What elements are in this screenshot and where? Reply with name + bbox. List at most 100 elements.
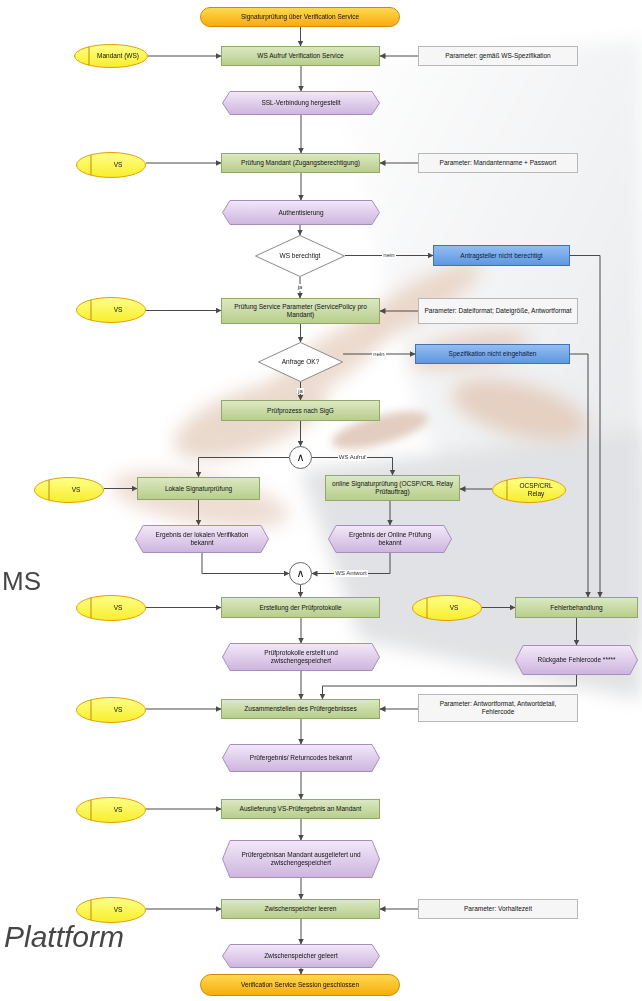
and-junction: ∧ (289, 446, 312, 469)
flow-connector (301, 173, 302, 200)
and-junction: ∧ (289, 562, 312, 585)
actor-oval: VS (76, 297, 146, 323)
flow-connector (301, 671, 302, 699)
node-label: Auslieferung VS-Prüfergebnis an Mandant (226, 805, 375, 813)
node-label: Anfrage OK? (275, 358, 326, 366)
node-label: Prüfergebnis/ Returncodes bekannt (234, 754, 368, 762)
terminator: Verification Service Session geschlossen (200, 974, 400, 996)
node-text: Ergebnis der lokalen Verifikation bekann… (147, 531, 257, 547)
node-text: Prüfergebnisan Mandant ausgeliefert und … (234, 851, 368, 867)
node-text: Spezifikation nicht eingehalten (420, 350, 565, 358)
process-box: Fehlerbehandlung (515, 597, 638, 618)
node-label: Parameter: Mandantenname + Passwort (423, 159, 573, 167)
node-label: Mandant (WS) (93, 52, 143, 60)
node-label: online Signaturprüfung (OCSP/CRL Relay P… (330, 480, 455, 496)
node-label: OCSP/CRL Relay (511, 482, 561, 498)
process-box: Prüfung Service Parameter (ServicePolicy… (221, 298, 380, 324)
node-text: ∧ (290, 568, 311, 579)
flow-connector (570, 354, 588, 597)
actor-oval: VS (76, 797, 146, 823)
actor-oval-outline (76, 152, 146, 178)
state-hexagon: Zwischenspeicher geleert (222, 944, 380, 968)
node-label: Erstellung der Prüfprotokolle (226, 604, 375, 612)
flow-connector (300, 225, 301, 235)
node-text: VS (95, 161, 141, 169)
node-text: SSL-Verbindung hergestellt (234, 99, 368, 107)
node-label: Prüfung Mandant (Zugangsberechtigung) (226, 159, 375, 167)
node-text: VS (53, 486, 99, 494)
node-label: VS (53, 486, 99, 494)
slide-text: Plattform (4, 920, 124, 954)
state-hexagon: Prüfprotokolle erstellt und zwischengesp… (222, 643, 380, 671)
flow-connector (301, 772, 302, 799)
node-label: Verification Service Session geschlossen (210, 981, 390, 989)
flow-connector (380, 909, 418, 910)
node-label: Ergebnis der lokalen Verifikation bekann… (147, 531, 257, 547)
flow-connector (146, 909, 221, 910)
flow-connector (301, 115, 302, 153)
node-label: VS (431, 604, 477, 612)
state-hexagon: Authentisierung (222, 200, 380, 225)
node-label: Parameter: Antwortformat, Antwortdetail,… (423, 700, 573, 716)
state-hexagon: SSL-Verbindung hergestellt (222, 91, 380, 115)
node-label: Fehlerbehandlung (520, 604, 633, 612)
node-text: Erstellung der Prüfprotokolle (226, 604, 375, 612)
process-box: Prüfprozess nach SigG (221, 400, 380, 421)
actor-oval-outline (76, 797, 146, 823)
flow-connector (148, 56, 221, 57)
node-label: ∧ (290, 568, 311, 579)
node-label: Prüfprozess nach SigG (226, 407, 375, 415)
flow-connector (301, 66, 302, 91)
process-box: Zusammenstellen des Prüfergebnisses (221, 699, 380, 719)
flow-connector (380, 311, 418, 312)
node-label: WS Aufruf Verification Service (226, 52, 375, 60)
node-label: Authentisierung (234, 209, 368, 217)
node-text: WS Aufruf Verification Service (226, 52, 375, 60)
node-label: Zwischenspeicher leeren (226, 905, 375, 913)
edge-label: WS Aufruf (338, 454, 367, 461)
edge-label: nein (382, 252, 395, 259)
parameter-box: Parameter: Antwortformat, Antwortdetail,… (418, 694, 578, 722)
parameter-box: Parameter: Mandantenname + Passwort (418, 153, 578, 173)
edge-label: ja (297, 284, 304, 291)
actor-oval-outline (34, 477, 104, 503)
flow-connector (380, 56, 418, 57)
node-label: Lokale Signaturprüfung (142, 485, 255, 493)
actor-oval-outline (76, 697, 146, 723)
node-label: Prüfprotokolle erstellt und zwischengesp… (234, 649, 368, 665)
flow-connector (202, 553, 289, 574)
flow-connector (146, 310, 221, 311)
node-text: VS (95, 604, 141, 612)
node-text: Rückgabe Fehlercode ***** (527, 656, 626, 664)
actor-oval: VS (76, 595, 146, 621)
node-label: Antragsteller nicht berechtigt (438, 252, 565, 260)
node-text: Mandant (WS) (93, 52, 143, 60)
node-label: VS (95, 306, 141, 314)
flow-connector (300, 324, 301, 342)
edge-label: ja (297, 388, 304, 395)
node-label: ∧ (290, 452, 311, 463)
node-text: Prüfergebnis/ Returncodes bekannt (234, 754, 368, 762)
node-text: Authentisierung (234, 209, 368, 217)
node-text: WS berechtigt (273, 252, 327, 260)
state-hexagon: Prüfergebnisan Mandant ausgeliefert und … (222, 840, 380, 878)
actor-oval: VS (412, 595, 482, 621)
node-label: WS berechtigt (273, 252, 327, 260)
slide-text: MS (2, 566, 41, 597)
node-text: Zwischenspeicher geleert (234, 952, 368, 960)
decision-diamond: Anfrage OK? (258, 342, 343, 382)
node-label: Zusammenstellen des Prüfergebnisses (226, 705, 375, 713)
parameter-box: Parameter: gemäß WS-Spezifikation (418, 46, 578, 66)
node-text: Fehlerbehandlung (520, 604, 633, 612)
node-label: VS (95, 806, 141, 814)
node-text: Anfrage OK? (275, 358, 326, 366)
node-text: online Signaturprüfung (OCSP/CRL Relay P… (330, 480, 455, 496)
actor-oval-outline (76, 297, 146, 323)
flow-connector (301, 919, 302, 944)
node-text: VS (95, 706, 141, 714)
actor-oval-outline (76, 595, 146, 621)
node-text: OCSP/CRL Relay (511, 482, 561, 498)
edge-label: WS Antwort (334, 570, 367, 577)
node-label: Parameter: gemäß WS-Spezifikation (423, 52, 573, 60)
